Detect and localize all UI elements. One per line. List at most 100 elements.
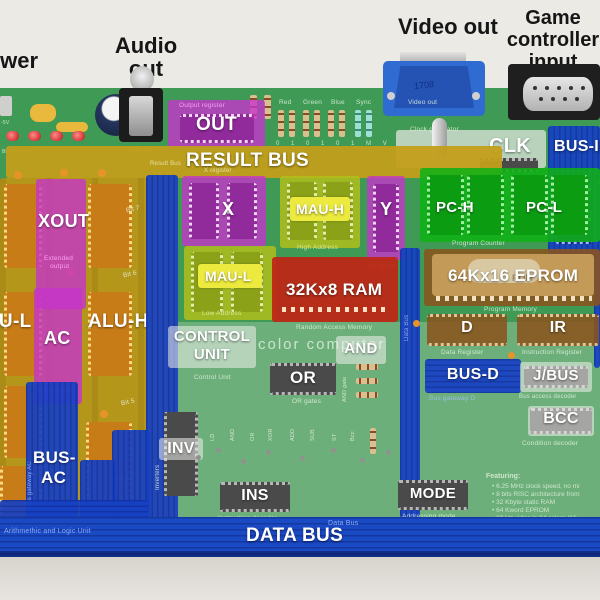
- result-bus-band: [6, 146, 502, 178]
- block-ins-label: INS: [241, 487, 269, 504]
- silk-alu-full: Arithmethic and Logic Unit: [4, 528, 91, 535]
- audio-jack-face: [129, 96, 153, 136]
- right-edge-bus: [594, 248, 600, 368]
- block-out-label: OUT: [195, 114, 237, 135]
- mode-chip: [398, 480, 468, 510]
- resistor: [328, 110, 334, 137]
- callout-game-line1: Game: [525, 7, 581, 29]
- silk-binary-row: 0 1 0 1 0 1 M V: [276, 141, 392, 147]
- block-d-label: D: [461, 319, 473, 336]
- resistor: [264, 95, 271, 119]
- silk-gate-add: ADD: [290, 428, 296, 441]
- silk-output-register: Output register: [179, 102, 225, 109]
- vga-screw: [472, 92, 480, 100]
- callout-audio-line1: Audio: [114, 33, 178, 58]
- silk-program-memory: Program Memory: [484, 306, 538, 313]
- silk-data-bus: Data Bus: [328, 520, 359, 527]
- dip-chip: [511, 175, 548, 235]
- silk-blue: Blue: [331, 99, 345, 106]
- block-bus-ac-label1: BUS-: [33, 448, 76, 467]
- block-bus-in-label: BUS-IN: [554, 138, 600, 155]
- features-title: Featuring:: [486, 473, 521, 480]
- dip-chip: [373, 184, 399, 252]
- resistor: [314, 110, 320, 137]
- block-control-unit: [168, 326, 256, 368]
- resistor: [356, 364, 378, 370]
- block-mau-h-label: MAU-H: [296, 201, 345, 217]
- silk-control-unit: Control Unit: [194, 374, 231, 381]
- silk-gate-ld: LD: [210, 433, 216, 441]
- resistor: [366, 110, 372, 137]
- dip-chip: [189, 183, 219, 239]
- led: [6, 131, 19, 141]
- transistor: [216, 448, 221, 453]
- silk-bus-access-decoder: Bus access decoder: [519, 394, 577, 400]
- silk-result-bus: Result Bus: [150, 161, 182, 167]
- vga-connector-inner: [394, 66, 474, 108]
- silk-high-address: High Address: [297, 244, 339, 251]
- feature-line: 6.25 MHz clock speed, no mi: [492, 483, 579, 491]
- data-bus-band: [0, 517, 600, 557]
- tantalum-cap: [60, 169, 68, 177]
- transistor: [331, 448, 336, 453]
- silk-bus-gateway-ac: Bus gateway AC: [27, 461, 33, 508]
- block-pc-h-label: PC-H: [436, 199, 474, 216]
- transistor: [196, 455, 201, 460]
- dip-chip: [88, 292, 132, 376]
- dip-chip: [88, 184, 132, 268]
- block-x: [182, 176, 266, 246]
- ins-chip: [220, 482, 290, 512]
- block-bcc-label: BCC: [543, 410, 579, 427]
- silk-gate-sub: SUB: [310, 429, 316, 441]
- board-bottom-edge: [0, 551, 600, 557]
- tantalum-cap: [14, 171, 22, 179]
- inv-label-box: [159, 438, 203, 460]
- block-pc-l-label: PC-L: [526, 199, 563, 216]
- silk-addressing-mode: Addressing mode: [402, 513, 456, 520]
- block-y-label: Y: [380, 199, 393, 219]
- feature-line: 8 bits RISC architecture from: [492, 491, 579, 499]
- led: [50, 131, 63, 141]
- capacitor-small: [30, 104, 56, 122]
- tantalum-cap: [413, 320, 420, 327]
- eprom-sticker-text: ROM: [512, 273, 533, 283]
- block-mau-l-label: MAU-L: [205, 268, 252, 284]
- callout-game-line2: controller: [506, 29, 600, 51]
- out-register-chip: [180, 114, 254, 143]
- silk-gate-bcc: Bcc: [350, 431, 356, 441]
- silk-extended: Extended: [44, 255, 74, 262]
- resistor: [339, 110, 345, 137]
- block-or-label: OR: [289, 368, 317, 387]
- silk-sync: Sync: [356, 99, 372, 106]
- capacitor-small: [56, 122, 88, 132]
- block-alu-h-label: ALU-H: [88, 311, 149, 332]
- block-ir-label: IR: [549, 319, 567, 336]
- tantalum-cap: [100, 410, 108, 418]
- tantalum-cap: [508, 352, 515, 359]
- tantalum-cap: [98, 169, 106, 177]
- wall-bottom: [0, 557, 600, 600]
- block-inv-label: INV: [167, 440, 195, 457]
- silk-bus-gateway-d: Bus gateway D: [429, 395, 476, 402]
- silk-data-bus-vertical: Data Bus: [404, 314, 410, 341]
- resistor: [356, 378, 378, 384]
- block-bus-d-label: BUS-D: [446, 366, 500, 383]
- resistor: [355, 110, 361, 137]
- power-connector: [0, 96, 12, 116]
- resistor: [303, 110, 309, 137]
- block-and: [336, 336, 386, 364]
- block-bus-d: [425, 359, 521, 393]
- transistor: [300, 456, 305, 461]
- block-eprom-label: 64Kx16 EPROM: [448, 266, 579, 285]
- callout-video-out: Video out: [398, 14, 498, 39]
- data-bus-label: DATA BUS: [246, 525, 344, 546]
- feature-line: 64 Kword EPROM: [492, 507, 549, 515]
- resistor: [356, 392, 378, 398]
- silk-random-access-memory: Random Access Memory: [296, 324, 373, 331]
- dip-chip: [227, 183, 257, 239]
- mau-h-label-box: [290, 197, 350, 221]
- block-j-bus: [520, 362, 592, 392]
- silk-and-gate: AND gate: [342, 376, 348, 402]
- led: [72, 131, 85, 141]
